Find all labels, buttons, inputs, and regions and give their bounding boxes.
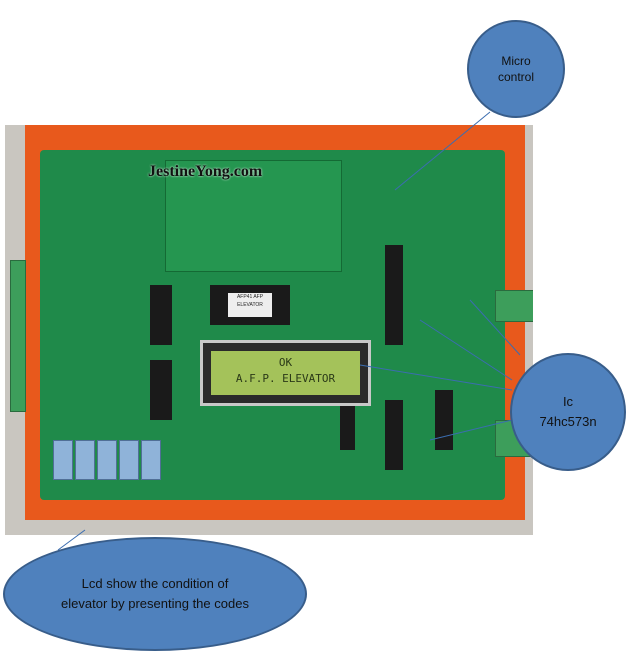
ic-chip (340, 400, 355, 450)
relay (53, 440, 73, 480)
watermark: JestineYong.com (148, 163, 263, 180)
callout-micro-control: Micro control (467, 20, 565, 118)
micro-pointer-line (394, 111, 491, 191)
ic-pointer-line (419, 319, 513, 381)
ic-chip (150, 285, 172, 345)
lcd-display: OK A.F.P. ELEVATOR (200, 340, 371, 406)
relay (75, 440, 95, 480)
ic-pointer-line (359, 364, 513, 391)
callout-text: control (497, 70, 535, 84)
eprom-chip: AFP41 AFP ELEVATOR (210, 285, 290, 325)
callout-lcd: Lcd show the condition of elevator by pre… (3, 537, 307, 651)
callout-ic: Ic 74hc573n (510, 353, 626, 471)
ic-chip (385, 400, 403, 470)
lcd-line-1: OK (278, 356, 293, 369)
lcd-line-2: A.F.P. ELEVATOR (235, 372, 336, 385)
relay (119, 440, 139, 480)
lcd-pointer-line (57, 529, 86, 551)
eprom-label: AFP41 AFP ELEVATOR (228, 293, 272, 317)
ic-pointer-line (429, 419, 513, 441)
terminal-block (10, 260, 26, 412)
daughter-board (165, 160, 342, 272)
callout-text: Micro (501, 54, 531, 68)
callout-text: Lcd show the condition of (81, 576, 229, 591)
terminal-block (495, 290, 533, 322)
callout-text: 74hc573n (539, 414, 597, 429)
relay (97, 440, 117, 480)
callout-text: elevator by presenting the codes (61, 596, 249, 611)
ic-pointer-line (469, 299, 521, 356)
ic-chip (150, 360, 172, 420)
relay (141, 440, 161, 480)
callout-text: Ic (562, 394, 574, 409)
ic-chip (385, 245, 403, 345)
